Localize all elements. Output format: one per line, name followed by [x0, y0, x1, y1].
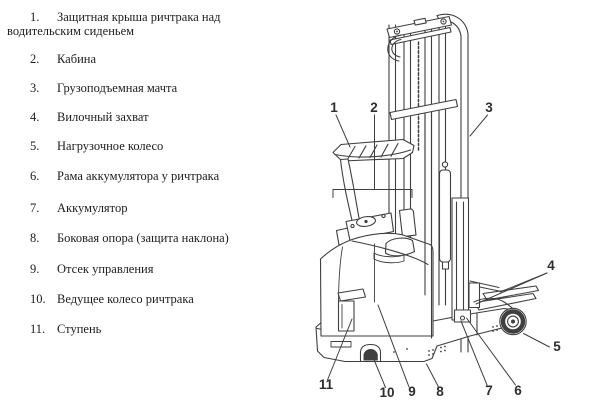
load-wheel [499, 307, 527, 336]
step [337, 300, 355, 332]
seat-back [398, 208, 417, 238]
lift-cylinder [438, 169, 452, 263]
leader-1 [335, 114, 351, 148]
item-number: 7. [30, 201, 40, 215]
leader-3 [469, 114, 488, 137]
leader-5 [523, 333, 550, 348]
callout-8: 8 [436, 384, 444, 399]
leader-11 [327, 318, 353, 381]
chassis-dots [393, 325, 498, 356]
leader-6 [466, 317, 516, 386]
item-number: 4. [30, 110, 40, 124]
reach-carriage [451, 197, 472, 323]
item-label: Боковая опора (защита наклона) [57, 231, 229, 245]
item-number: 6. [30, 169, 40, 183]
item-number: 9. [30, 262, 40, 276]
seat-cushion [384, 237, 416, 257]
leader-8 [426, 363, 439, 388]
item-number: 10. [30, 292, 46, 306]
callout-6: 6 [514, 383, 522, 398]
item-number: 2. [30, 52, 40, 66]
leader-9 [377, 304, 410, 388]
item-number: 5. [30, 139, 40, 153]
callout-11: 11 [319, 377, 334, 392]
item-label: Грузоподъемная мачта [57, 81, 178, 95]
item-number: 11. [30, 322, 46, 336]
item-label-wrap: водительским сиденьем [7, 24, 135, 38]
item-label: Рама аккумулятора у ричтрака [57, 169, 220, 183]
callout-numbers: 1 2 3 4 5 6 7 8 9 10 11 [319, 100, 561, 400]
front-pillar [339, 158, 361, 224]
leader-4b [475, 272, 548, 305]
item-label: Отсек управления [57, 262, 154, 276]
item-label: Защитная крыша ричтрака над [57, 10, 221, 24]
forks [468, 280, 540, 311]
callout-7: 7 [485, 383, 493, 398]
item-label: Вилочный захват [57, 110, 149, 124]
leader-10 [372, 355, 386, 388]
item-label: Ведущее колесо ричтрака [57, 292, 194, 306]
item-number: 8. [30, 231, 40, 245]
item-label: Нагрузочное колесо [57, 139, 164, 153]
leader-7 [460, 320, 488, 386]
callout-5: 5 [553, 339, 561, 354]
callout-leaders [327, 114, 550, 388]
callout-2: 2 [370, 100, 378, 115]
callout-9: 9 [408, 384, 416, 399]
callout-10: 10 [379, 385, 394, 400]
callout-4: 4 [547, 258, 555, 273]
overhead-guard [332, 138, 415, 224]
item-label: Аккумулятор [57, 201, 128, 215]
parts-list: 1. Защитная крыша ричтрака над водительс… [7, 10, 229, 336]
reach-truck-diagram: 1 2 3 4 5 6 7 8 9 10 11 [315, 13, 561, 400]
leader-2-bracket [332, 189, 413, 198]
drive-wheel [363, 349, 378, 361]
callout-1: 1 [330, 100, 338, 115]
hydraulic-hose [387, 34, 402, 62]
item-label: Кабина [57, 52, 97, 66]
callout-3: 3 [485, 100, 493, 115]
item-label: Ступень [57, 322, 102, 336]
item-number: 1. [30, 10, 40, 24]
item-number: 3. [30, 81, 40, 95]
battery-body [319, 112, 434, 339]
